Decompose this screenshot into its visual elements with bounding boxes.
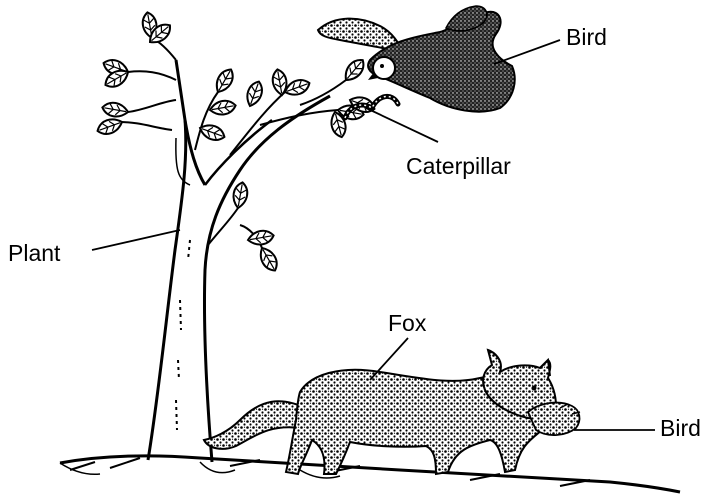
- label-fox: Fox: [388, 312, 426, 335]
- bird-illustration: [318, 6, 515, 112]
- fox-illustration: [204, 350, 580, 474]
- leader-line-caterpillar: [366, 108, 438, 142]
- label-plant: Plant: [8, 242, 60, 265]
- leader-line-bird-top: [494, 40, 560, 64]
- ground: [60, 456, 680, 492]
- leader-line-plant: [92, 230, 180, 250]
- label-caterpillar: Caterpillar: [406, 155, 511, 178]
- label-bird-top: Bird: [566, 26, 607, 49]
- label-bird-bottom: Bird: [660, 417, 701, 440]
